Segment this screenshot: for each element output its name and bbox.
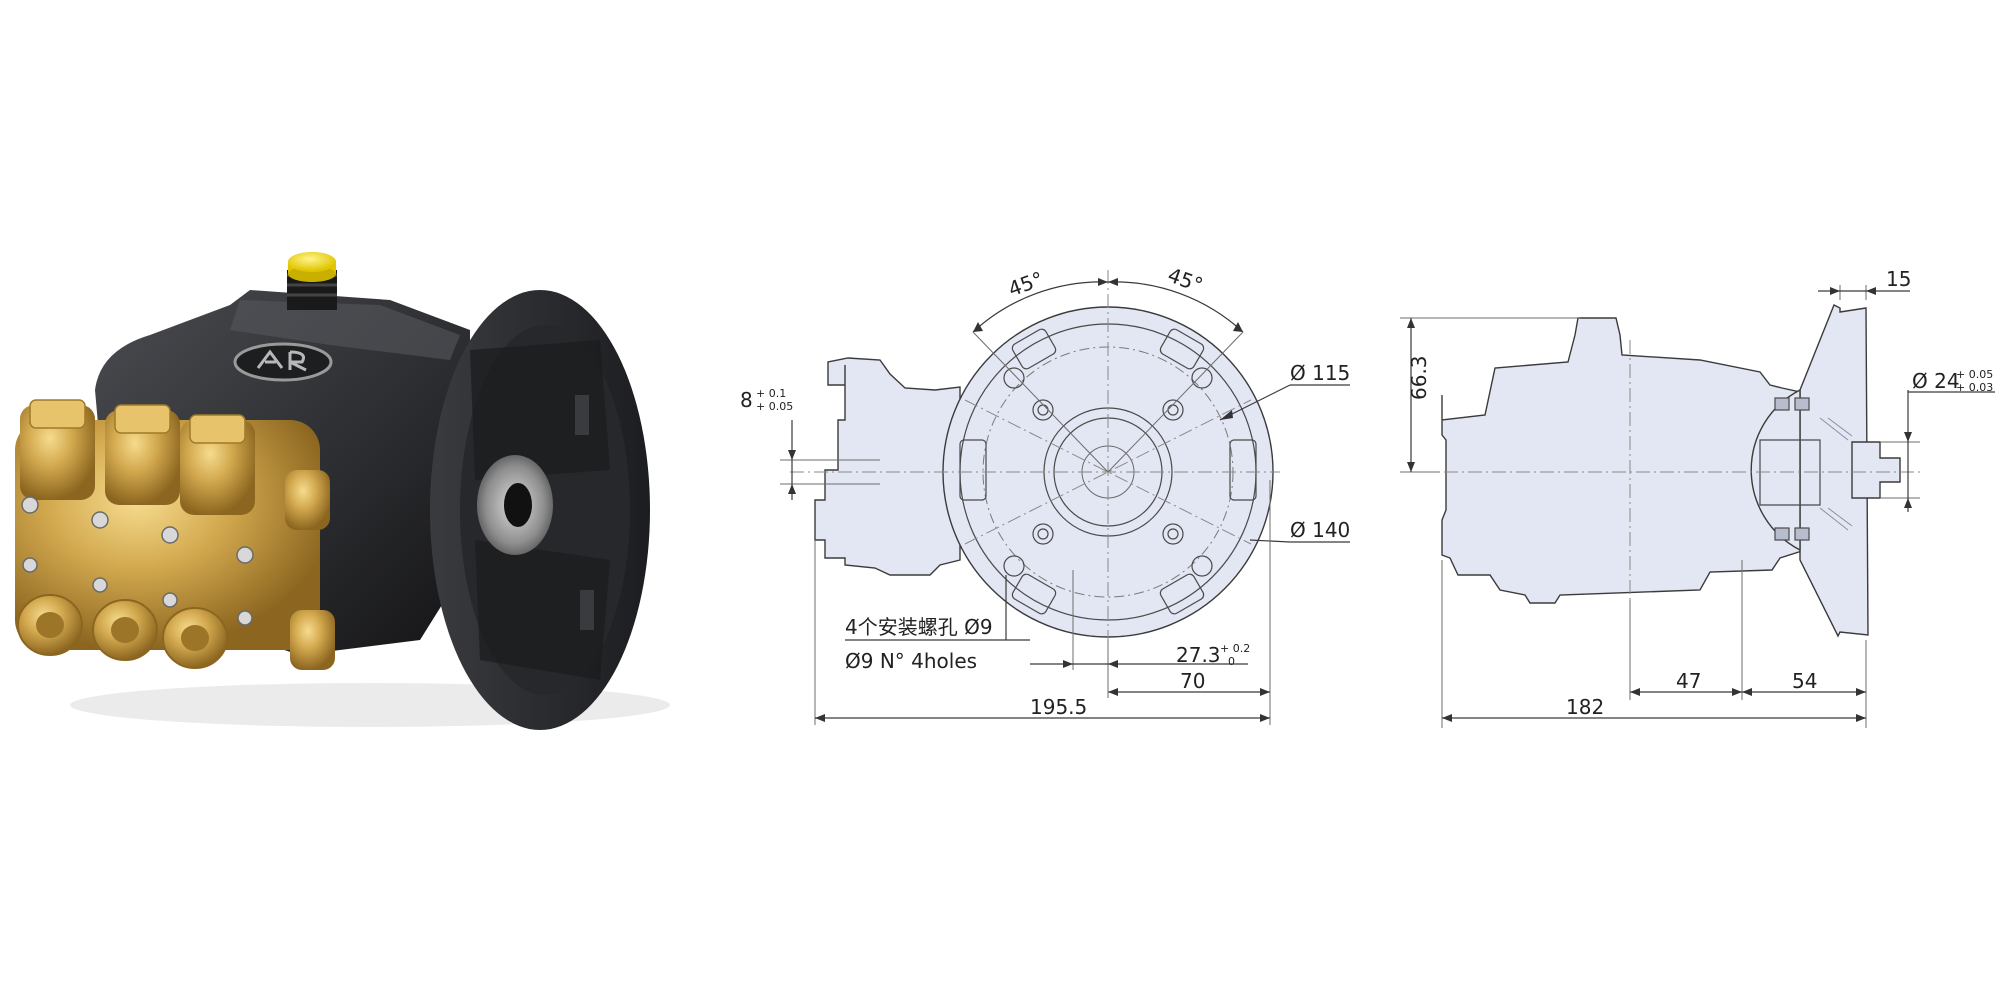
diameter-115-label: Ø 115 bbox=[1290, 361, 1350, 385]
brass-manifold bbox=[15, 399, 335, 670]
angle-left-label: 45° bbox=[1005, 267, 1047, 302]
dim-66-3-label: 66.3 bbox=[1407, 355, 1431, 400]
front-view-drawing: 45° 45° Ø 115 Ø 140 8 + 0.1 + 0.05 4个安装螺… bbox=[740, 263, 1350, 725]
oil-cap bbox=[287, 252, 337, 310]
brand-logo bbox=[233, 342, 333, 382]
mounting-flange bbox=[430, 290, 650, 730]
front-body-outline bbox=[814, 357, 961, 576]
dim-27-3-label: 27.3 bbox=[1176, 643, 1221, 667]
dim-70-label: 70 bbox=[1180, 669, 1205, 693]
dim-47-label: 47 bbox=[1676, 669, 1701, 693]
angle-right-label: 45° bbox=[1165, 263, 1207, 298]
dim-182-label: 182 bbox=[1566, 695, 1604, 719]
side-body-outline bbox=[1441, 317, 1806, 604]
holes-label-cn: 4个安装螺孔 Ø9 bbox=[845, 615, 993, 639]
pump-photo bbox=[15, 252, 670, 730]
dim-27-3-upper-tol: + 0.2 bbox=[1220, 642, 1250, 655]
keyway-8-label: 8 bbox=[740, 388, 753, 412]
holes-label-en: Ø9 N° 4holes bbox=[845, 649, 977, 673]
side-view-drawing: 15 66.3 Ø 24 + 0.05 + 0.03 47 54 bbox=[1400, 267, 1995, 728]
diameter-24-upper-tol: + 0.05 bbox=[1956, 368, 1993, 381]
diameter-24-lower-tol: + 0.03 bbox=[1956, 381, 1993, 394]
dim-195-5-label: 195.5 bbox=[1030, 695, 1087, 719]
dim-15-label: 15 bbox=[1886, 267, 1911, 291]
diameter-24-label: Ø 24 bbox=[1912, 369, 1960, 393]
dim-54-label: 54 bbox=[1792, 669, 1817, 693]
diameter-140-label: Ø 140 bbox=[1290, 518, 1350, 542]
keyway-8-lower-tol: + 0.05 bbox=[756, 400, 793, 413]
dim-27-3-lower-tol: 0 bbox=[1228, 655, 1235, 668]
keyway-8-upper-tol: + 0.1 bbox=[756, 387, 786, 400]
